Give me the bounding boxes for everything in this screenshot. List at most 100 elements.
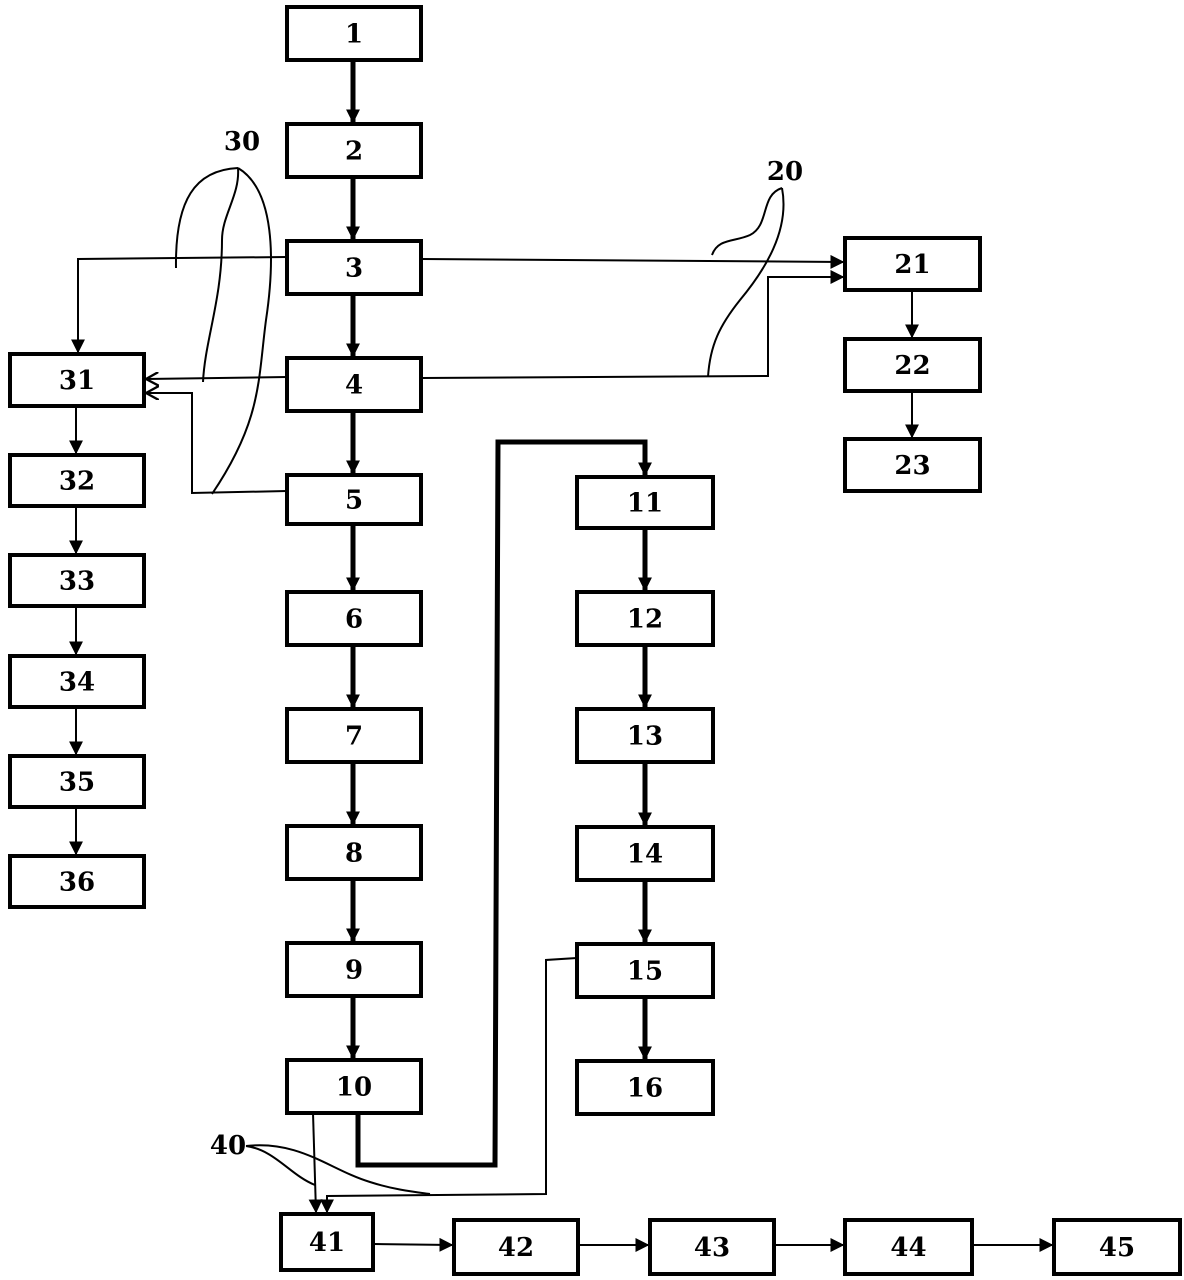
box-15-label: 15: [627, 957, 663, 987]
box-21-label: 21: [894, 250, 930, 280]
box-45-frame: [1052, 1218, 1182, 1276]
box-4-frame: [285, 356, 423, 413]
box-35-label: 35: [59, 768, 95, 798]
box-41-frame: [279, 1212, 375, 1272]
box-12-frame: [575, 590, 715, 647]
leader-20-a: [711, 187, 783, 256]
box-36: 36: [8, 854, 146, 909]
box-45-label: 45: [1099, 1233, 1135, 1263]
box-8-frame: [285, 824, 423, 881]
box-14: 14: [575, 825, 715, 882]
box-2-frame: [285, 122, 423, 179]
arrow-4-31: [146, 377, 288, 379]
box-42: 42: [452, 1218, 580, 1276]
box-13-frame: [575, 707, 715, 764]
box-43-frame: [648, 1218, 776, 1276]
arrow-10-11: [355, 439, 652, 1168]
box-43-label: 43: [694, 1233, 730, 1263]
box-44-label: 44: [890, 1233, 926, 1263]
box-31-label: 31: [59, 366, 95, 396]
arrow-5-31: [146, 393, 288, 495]
branch-20-arrows: [421, 254, 919, 439]
arrow-4-21: [421, 270, 845, 379]
box-5-label: 5: [345, 486, 363, 516]
box-33-frame: [8, 553, 146, 608]
box-9-frame: [285, 941, 423, 998]
box-3: 3: [285, 239, 423, 296]
box-34-label: 34: [59, 668, 95, 698]
box-31-frame: [8, 352, 146, 408]
box-14-frame: [575, 825, 715, 882]
box-7-frame: [285, 707, 423, 764]
box-23-frame: [843, 437, 982, 493]
box-16: 16: [575, 1059, 715, 1116]
arrow-3-31: [71, 256, 288, 354]
box-4-label: 4: [345, 371, 363, 401]
boxes: 1234567891011121314151621222331323334353…: [8, 5, 1182, 1276]
box-7-label: 7: [345, 722, 363, 752]
box-31: 31: [8, 352, 146, 408]
leader-40-a: [245, 1145, 316, 1186]
box-34: 34: [8, 654, 146, 709]
box-42-label: 42: [498, 1233, 534, 1263]
box-4: 4: [285, 356, 423, 413]
box-33: 33: [8, 553, 146, 608]
box-13-label: 13: [627, 722, 663, 752]
box-32-frame: [8, 453, 146, 508]
box-6-frame: [285, 590, 423, 647]
box-36-frame: [8, 854, 146, 909]
ref-label-20: 20: [767, 157, 803, 187]
box-3-frame: [285, 239, 423, 296]
box-15: 15: [575, 942, 715, 999]
box-23-label: 23: [894, 451, 930, 481]
box-8-label: 8: [345, 839, 363, 869]
box-2: 2: [285, 122, 423, 179]
arrow-10-41: [308, 1112, 323, 1214]
box-13: 13: [575, 707, 715, 764]
box-35: 35: [8, 754, 146, 809]
box-10: 10: [285, 1058, 423, 1115]
arrow-15-41: [320, 957, 578, 1214]
leader-30-b: [202, 167, 240, 383]
arrow-3-21: [421, 254, 845, 269]
box-42-frame: [452, 1218, 580, 1276]
ref-label-40: 40: [210, 1131, 246, 1161]
box-8: 8: [285, 824, 423, 881]
box-33-label: 33: [59, 567, 95, 597]
box-5-frame: [285, 473, 423, 526]
box-36-label: 36: [59, 868, 95, 898]
box-12-label: 12: [627, 605, 663, 635]
column-11-arrows: [355, 439, 652, 1168]
box-41-label: 41: [309, 1228, 345, 1258]
box-3-label: 3: [345, 254, 363, 284]
box-7: 7: [285, 707, 423, 764]
leader-40-b: [245, 1144, 431, 1195]
box-44: 44: [843, 1218, 974, 1276]
box-16-label: 16: [627, 1074, 663, 1104]
box-6-label: 6: [345, 605, 363, 635]
box-9: 9: [285, 941, 423, 998]
box-2-label: 2: [345, 137, 363, 167]
branch-30-arrows: [69, 256, 288, 856]
box-22-frame: [843, 337, 982, 393]
box-10-frame: [285, 1058, 423, 1115]
box-11-frame: [575, 475, 715, 530]
ref-label-30: 30: [224, 127, 260, 157]
box-9-label: 9: [345, 956, 363, 986]
box-34-frame: [8, 654, 146, 709]
leader-30-c: [211, 167, 272, 495]
box-12: 12: [575, 590, 715, 647]
arrow-41-42: [373, 1237, 454, 1252]
box-5: 5: [285, 473, 423, 526]
box-6: 6: [285, 590, 423, 647]
box-22-label: 22: [894, 351, 930, 381]
box-35-frame: [8, 754, 146, 809]
box-44-frame: [843, 1218, 974, 1276]
box-21: 21: [843, 236, 982, 292]
box-43: 43: [648, 1218, 776, 1276]
box-45: 45: [1052, 1218, 1182, 1276]
box-32: 32: [8, 453, 146, 508]
box-11: 11: [575, 475, 715, 530]
box-41: 41: [279, 1212, 375, 1272]
